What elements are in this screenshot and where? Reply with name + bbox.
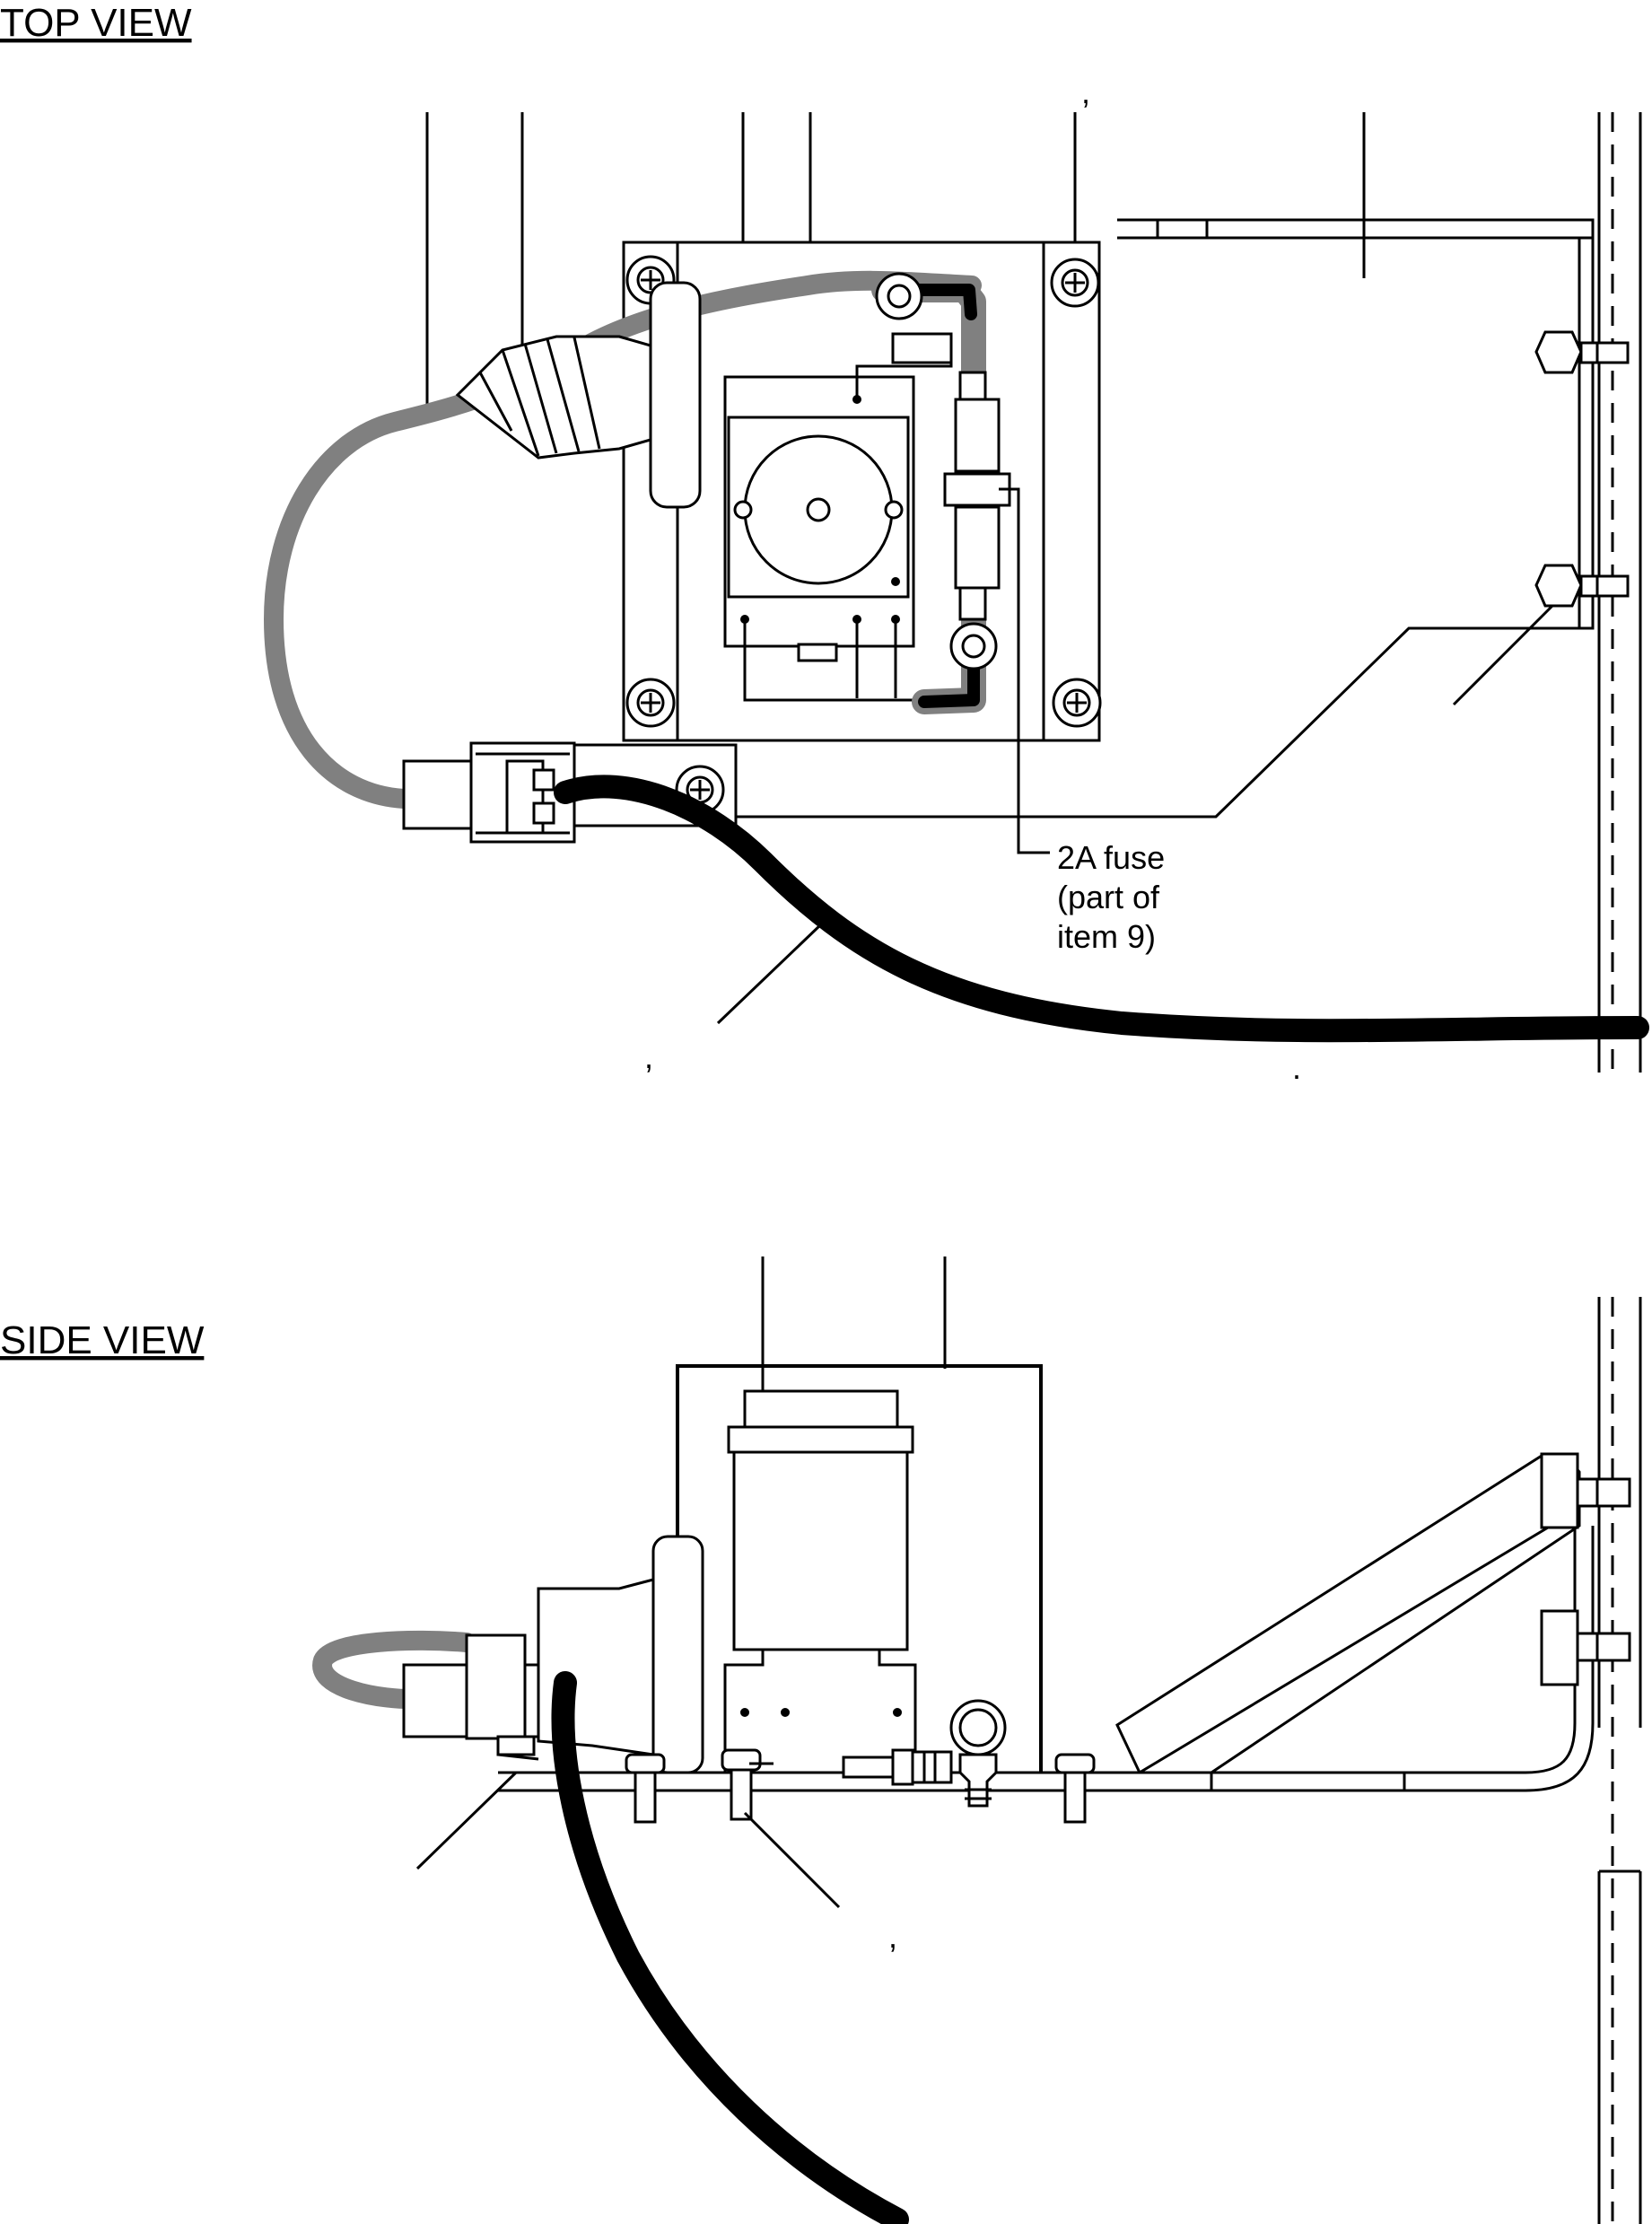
stray-comma-top: , — [1081, 74, 1090, 110]
pump-motor-top — [723, 341, 953, 702]
side-leader-bracket — [415, 1771, 518, 1870]
wire-harness-grey-side — [312, 1630, 476, 1710]
screw-side-3 — [1054, 1753, 1096, 1824]
fuse-leader-line — [999, 487, 1050, 854]
side-view-title: SIDE VIEW — [0, 1318, 205, 1362]
top-view-title: TOP VIEW — [0, 1, 192, 45]
screw-bottom-left — [625, 678, 676, 728]
screw-side-1 — [625, 1753, 666, 1824]
power-cable-black-side — [551, 1671, 909, 2224]
connector-side — [402, 1633, 540, 1761]
side-leader-screw — [743, 1811, 841, 1909]
cable-leader-line — [716, 923, 823, 1025]
stray-comma-mid: , — [644, 1038, 653, 1075]
fitting-side — [842, 1699, 1007, 1808]
fitting-assembly — [871, 272, 1011, 714]
diagonal-support-side — [1115, 1454, 1581, 1774]
fuse-label-line3: item 9) — [1057, 918, 1156, 955]
strain-relief-grommet — [455, 281, 702, 509]
power-cable-black — [554, 775, 1649, 1043]
top-view: TOP VIEW , — [0, 1, 1649, 1086]
screw-side-2 — [721, 1748, 774, 1821]
wall-bolt-upper — [1534, 330, 1630, 374]
stray-dot: . — [1292, 1049, 1301, 1086]
wall-bolt-side-upper — [1540, 1452, 1631, 1529]
stray-comma-side: , — [888, 1918, 897, 1955]
bulkhead-wall-side — [1597, 1297, 1642, 2224]
base-channel-side — [498, 1524, 1595, 1792]
wall-bolt-side-lower — [1540, 1609, 1631, 1686]
screw-bottom-right — [1052, 678, 1102, 728]
screw-top-right — [1050, 258, 1100, 308]
wire-harness-grey — [264, 270, 982, 809]
fuse-label-line2: (part of — [1057, 879, 1160, 915]
fuse-label-line1: 2A fuse — [1057, 839, 1165, 876]
wall-bolt-lower — [1534, 564, 1630, 608]
side-view: SIDE VIEW — [0, 1256, 1642, 2224]
